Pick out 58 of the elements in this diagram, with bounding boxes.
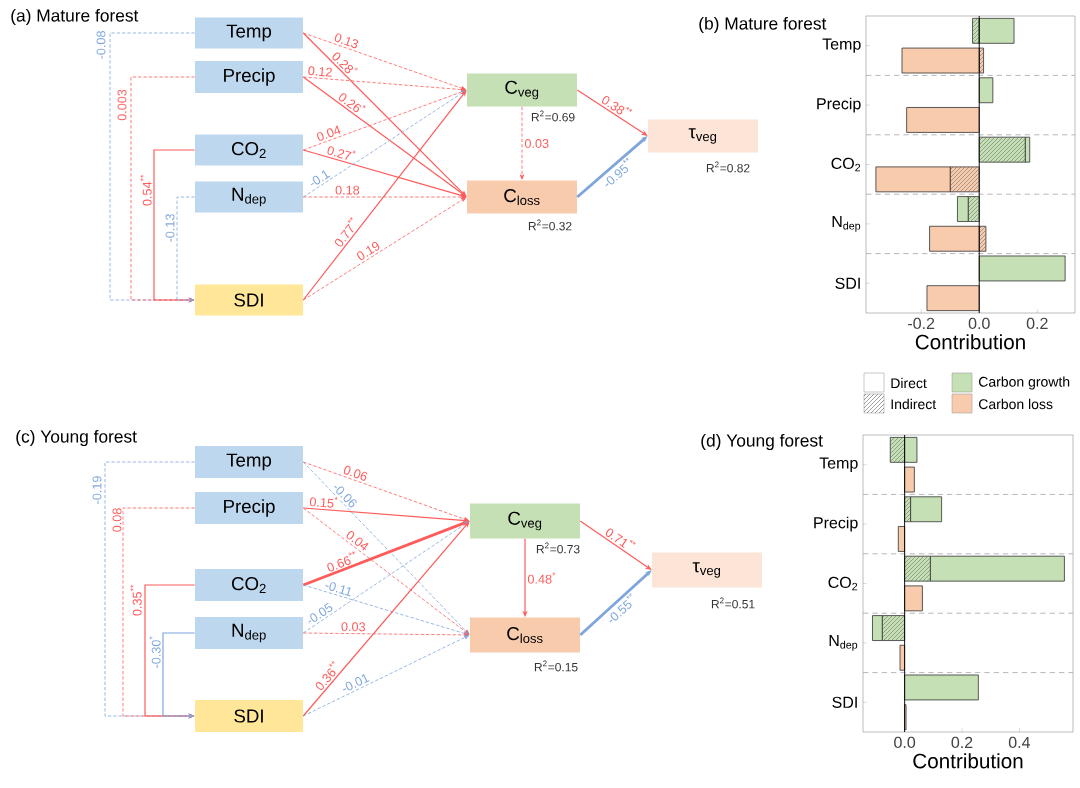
r-squared-label: R$^{2}$=0.32 bbox=[528, 219, 572, 231]
r-squared-label: R$^{2}$=0.15 bbox=[534, 660, 578, 672]
x-tick-label: 0.0 bbox=[968, 317, 990, 330]
edge-label: 0.18 bbox=[334, 184, 361, 196]
legend-label: Indirect bbox=[891, 398, 937, 410]
edge-label: 0.13 bbox=[332, 31, 361, 51]
y-tick-label: Precip bbox=[814, 516, 858, 532]
edge-label: -0.1 bbox=[306, 167, 332, 190]
x-tick-label: 0.0 bbox=[894, 736, 916, 749]
y-tick-label: Temp bbox=[822, 38, 861, 53]
y-tick-label: Precip bbox=[817, 97, 861, 113]
edge-label: -0.19 bbox=[91, 474, 103, 506]
edge-label: 0.26$^{*}$ bbox=[336, 88, 369, 118]
x-axis-title: Contribution bbox=[913, 753, 1023, 769]
edge-label: 0.003 bbox=[116, 88, 128, 122]
r-squared-label: R$^{2}$=0.82 bbox=[706, 161, 750, 173]
r-squared-label: R$^{2}$=0.73 bbox=[536, 542, 580, 554]
y-tick-label: N$_{dep}$ bbox=[832, 216, 861, 232]
edge-label: 0.54$^{**}$ bbox=[139, 173, 153, 207]
edge-label: 0.48$^{*}$ bbox=[526, 571, 557, 585]
y-tick-label: SDI bbox=[835, 277, 860, 289]
legend-label: Direct bbox=[891, 377, 927, 389]
edge-label: 0.35$^{**}$ bbox=[129, 583, 143, 617]
edge-label: 0.04 bbox=[314, 123, 343, 143]
x-tick-label: 0.2 bbox=[1026, 317, 1048, 330]
legend-label: Carbon growth bbox=[979, 376, 1070, 390]
legend-label: Carbon loss bbox=[979, 398, 1053, 410]
y-tick-label: SDI bbox=[832, 696, 857, 708]
edge-label: 0.12 bbox=[306, 65, 334, 78]
panel-title: (c) Young forest bbox=[16, 429, 137, 447]
x-tick-label: -0.2 bbox=[908, 317, 935, 330]
edge-label: 0.71$^{**}$ bbox=[602, 523, 639, 554]
edge-label: 0.08 bbox=[111, 506, 123, 534]
edge-label: -0.01 bbox=[339, 671, 372, 695]
edge-label: 0.19 bbox=[354, 239, 383, 263]
x-tick-label: 0.4 bbox=[1008, 736, 1031, 749]
edge-label: 0.27$^{*}$ bbox=[325, 142, 358, 163]
edge-label: 0.06 bbox=[341, 463, 370, 483]
r-squared-label: R$^{2}$=0.69 bbox=[531, 110, 575, 122]
y-tick-label: Temp bbox=[819, 457, 858, 472]
panel-title: (a) Mature forest bbox=[11, 8, 139, 26]
edge-label: -0.11 bbox=[322, 579, 355, 598]
y-tick-label: CO$_{2}$ bbox=[831, 157, 861, 172]
edge-label: -0.13 bbox=[164, 212, 176, 244]
edge-label: -0.30$^{*}$ bbox=[148, 634, 162, 670]
edge-label: -0.05 bbox=[303, 600, 335, 627]
chart-title: (d) Young forest bbox=[701, 433, 823, 451]
chart-title: (b) Mature forest bbox=[699, 16, 827, 34]
x-tick-label: 0.2 bbox=[951, 736, 973, 749]
y-tick-label: N$_{dep}$ bbox=[829, 635, 858, 651]
edge-label: 0.03 bbox=[340, 621, 367, 633]
edge-label: 0.38$^{**}$ bbox=[599, 91, 635, 121]
y-tick-label: CO$_{2}$ bbox=[828, 576, 858, 591]
r-squared-label: R$^{2}$=0.51 bbox=[711, 597, 755, 609]
edge-label: 0.66$^{**}$ bbox=[323, 549, 361, 574]
edge-label: 0.03 bbox=[523, 138, 550, 149]
x-axis-title: Contribution bbox=[915, 334, 1025, 350]
edge-label: -0.08 bbox=[95, 29, 107, 61]
